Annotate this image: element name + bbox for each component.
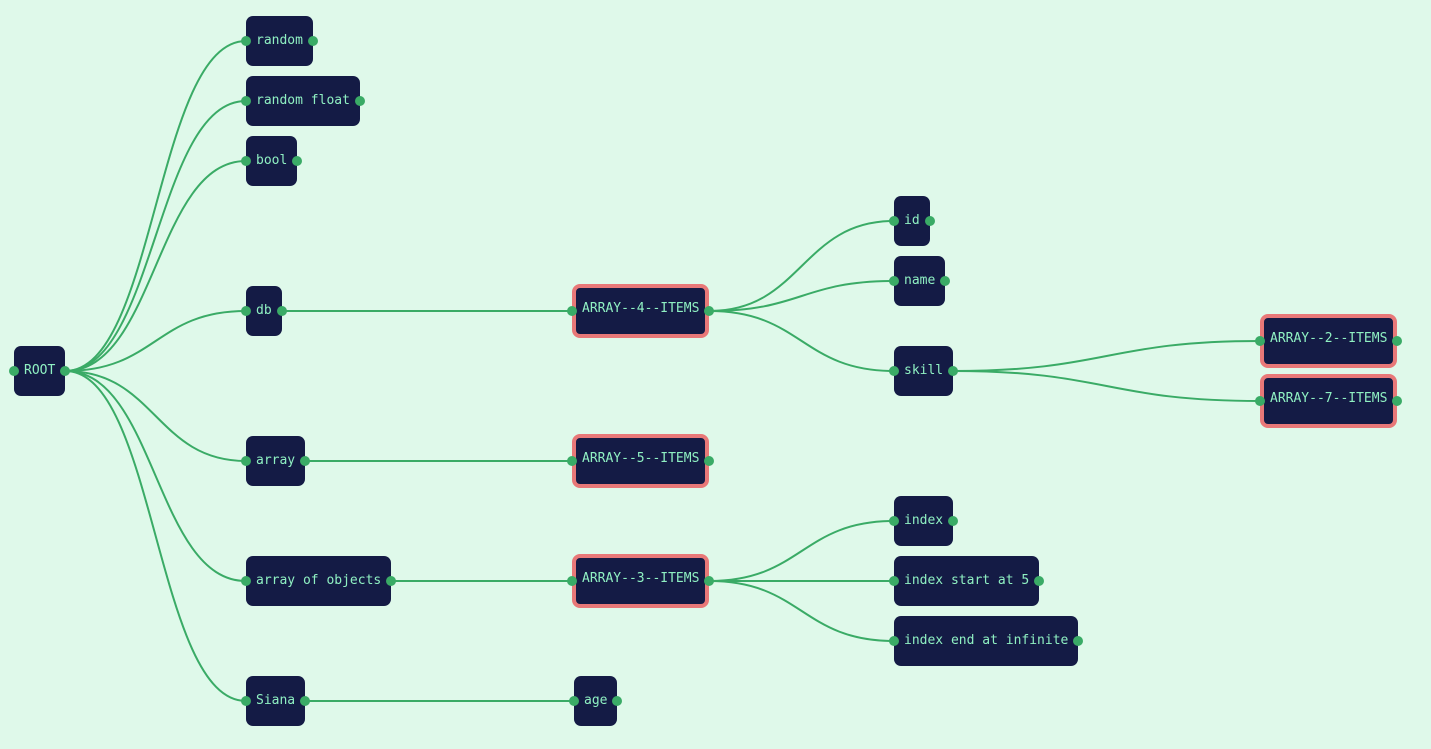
node-index-end[interactable]: index end at infinite bbox=[889, 616, 1084, 666]
output-port[interactable] bbox=[354, 96, 365, 106]
edge-root-to-siana bbox=[65, 370, 247, 702]
input-port[interactable] bbox=[889, 636, 899, 646]
output-port[interactable] bbox=[704, 306, 715, 316]
node-index-start[interactable]: index start at 5 bbox=[889, 556, 1045, 606]
output-port[interactable] bbox=[292, 156, 303, 166]
node-siana[interactable]: Siana bbox=[241, 676, 311, 726]
edge-root-to-array_of_objects bbox=[65, 370, 247, 582]
input-port[interactable] bbox=[567, 456, 577, 466]
input-port[interactable] bbox=[241, 456, 251, 466]
input-port[interactable] bbox=[889, 216, 899, 226]
edge-db_items-to-name bbox=[709, 280, 895, 312]
output-port[interactable] bbox=[300, 696, 311, 706]
node-db-array-items[interactable]: ARRAY--4--ITEMS bbox=[567, 284, 715, 338]
output-port[interactable] bbox=[307, 36, 318, 46]
input-port[interactable] bbox=[241, 576, 251, 586]
edge-root-to-db bbox=[65, 310, 247, 372]
edge-skill-to-skill_items_2 bbox=[953, 340, 1261, 372]
input-port[interactable] bbox=[1255, 396, 1265, 406]
node-random-float[interactable]: random float bbox=[241, 76, 365, 126]
edge-skill-to-skill_items_7 bbox=[953, 370, 1261, 402]
node-label: ROOT bbox=[24, 363, 56, 378]
input-port[interactable] bbox=[889, 276, 899, 286]
node-array-of-objects[interactable]: array of objects bbox=[241, 556, 397, 606]
output-port[interactable] bbox=[948, 516, 959, 526]
input-port[interactable] bbox=[241, 36, 251, 46]
output-port[interactable] bbox=[276, 306, 287, 316]
node-label: ARRAY--7--ITEMS bbox=[1270, 391, 1388, 406]
output-port[interactable] bbox=[948, 366, 959, 376]
edge-db_items-to-skill bbox=[709, 310, 895, 372]
input-port[interactable] bbox=[9, 366, 19, 376]
node-label: skill bbox=[904, 363, 944, 378]
node-label: db bbox=[256, 303, 272, 318]
output-port[interactable] bbox=[1392, 396, 1403, 406]
node-label: ARRAY--3--ITEMS bbox=[582, 571, 700, 586]
node-root[interactable]: ROOT bbox=[9, 346, 71, 396]
node-id[interactable]: id bbox=[889, 196, 935, 246]
node-bool[interactable]: bool bbox=[241, 136, 303, 186]
node-label: ARRAY--5--ITEMS bbox=[582, 451, 700, 466]
node-label: index start at 5 bbox=[904, 573, 1030, 588]
input-port[interactable] bbox=[241, 306, 251, 316]
node-index[interactable]: index bbox=[889, 496, 959, 546]
output-port[interactable] bbox=[60, 366, 71, 376]
input-port[interactable] bbox=[1255, 336, 1265, 346]
edge-root-to-random bbox=[65, 40, 247, 372]
node-age[interactable]: age bbox=[569, 676, 623, 726]
output-port[interactable] bbox=[612, 696, 623, 706]
node-objects-array-items[interactable]: ARRAY--3--ITEMS bbox=[567, 554, 715, 608]
output-port[interactable] bbox=[300, 456, 311, 466]
edge-root-to-bool bbox=[65, 160, 247, 372]
node-label: name bbox=[904, 273, 936, 288]
output-port[interactable] bbox=[940, 276, 951, 286]
input-port[interactable] bbox=[241, 96, 251, 106]
node-label: Siana bbox=[256, 693, 296, 708]
node-label: random float bbox=[256, 93, 350, 108]
input-port[interactable] bbox=[889, 576, 899, 586]
node-array-array-items[interactable]: ARRAY--5--ITEMS bbox=[567, 434, 715, 488]
node-label: array of objects bbox=[256, 573, 382, 588]
output-port[interactable] bbox=[1392, 336, 1403, 346]
output-port[interactable] bbox=[704, 576, 715, 586]
edge-root-to-array bbox=[65, 370, 247, 462]
node-label: ARRAY--4--ITEMS bbox=[582, 301, 700, 316]
output-port[interactable] bbox=[386, 576, 397, 586]
input-port[interactable] bbox=[889, 366, 899, 376]
node-name[interactable]: name bbox=[889, 256, 951, 306]
input-port[interactable] bbox=[567, 306, 577, 316]
node-label: age bbox=[584, 693, 608, 708]
node-label: index bbox=[904, 513, 944, 528]
edge-objects_items-to-index bbox=[709, 520, 895, 582]
input-port[interactable] bbox=[889, 516, 899, 526]
node-label: ARRAY--2--ITEMS bbox=[1270, 331, 1388, 346]
node-label: index end at infinite bbox=[904, 633, 1069, 648]
edge-objects_items-to-index_end bbox=[709, 580, 895, 642]
output-port[interactable] bbox=[924, 216, 935, 226]
input-port[interactable] bbox=[241, 156, 251, 166]
input-port[interactable] bbox=[567, 576, 577, 586]
node-label: random bbox=[256, 33, 303, 48]
edge-db_items-to-id bbox=[709, 220, 895, 312]
node-label: bool bbox=[256, 153, 288, 168]
edge-root-to-random_float bbox=[65, 100, 247, 372]
node-skill-array-2-items[interactable]: ARRAY--2--ITEMS bbox=[1255, 314, 1403, 368]
node-label: id bbox=[904, 213, 920, 228]
output-port[interactable] bbox=[704, 456, 715, 466]
node-skill-array-7-items[interactable]: ARRAY--7--ITEMS bbox=[1255, 374, 1403, 428]
node-label: array bbox=[256, 453, 296, 468]
node-db[interactable]: db bbox=[241, 286, 287, 336]
output-port[interactable] bbox=[1073, 636, 1084, 646]
node-array[interactable]: array bbox=[241, 436, 311, 486]
input-port[interactable] bbox=[241, 696, 251, 706]
output-port[interactable] bbox=[1034, 576, 1045, 586]
input-port[interactable] bbox=[569, 696, 579, 706]
node-random[interactable]: random bbox=[241, 16, 318, 66]
node-skill[interactable]: skill bbox=[889, 346, 959, 396]
